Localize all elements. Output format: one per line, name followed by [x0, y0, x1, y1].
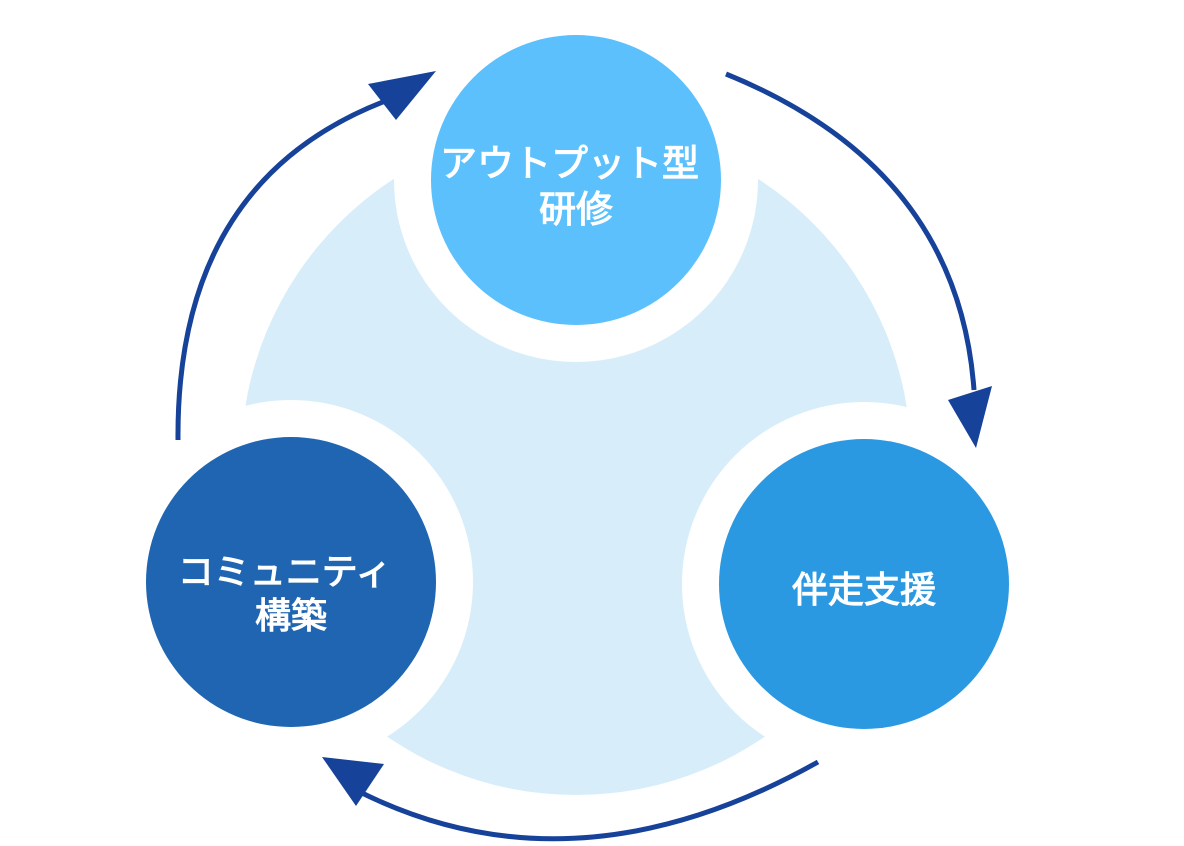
node-accompanying-support: 伴走支援 [719, 439, 1009, 729]
cycle-arrows [175, 71, 977, 842]
arrowhead-right [948, 386, 992, 448]
node-community-building: コミュニティ 構築 [146, 437, 436, 727]
node-accompanying-support-label: 伴走支援 [791, 570, 937, 611]
node-label-line: 研修 [539, 188, 614, 231]
node-output-training-circle [431, 35, 721, 325]
node-label-line: 伴走支援 [791, 570, 937, 611]
node-output-training-label: アウトプット型 研修 [440, 142, 712, 231]
arrowhead-bottom [322, 757, 384, 806]
arrow-top-to-right [725, 71, 977, 391]
node-label-line: コミュニティ [178, 552, 392, 593]
arrow-right-to-left [354, 759, 820, 842]
arrowheads [322, 71, 992, 806]
node-label-line: アウトプット型 [440, 142, 699, 185]
arrowhead-top [368, 71, 436, 120]
node-label-line: 構築 [255, 596, 328, 637]
node-community-building-label: コミュニティ 構築 [178, 552, 404, 637]
node-output-training: アウトプット型 研修 [431, 35, 721, 325]
arrow-left-to-top [175, 97, 389, 441]
node-accompanying-support-circle [719, 439, 1009, 729]
node-community-building-circle [146, 437, 436, 727]
